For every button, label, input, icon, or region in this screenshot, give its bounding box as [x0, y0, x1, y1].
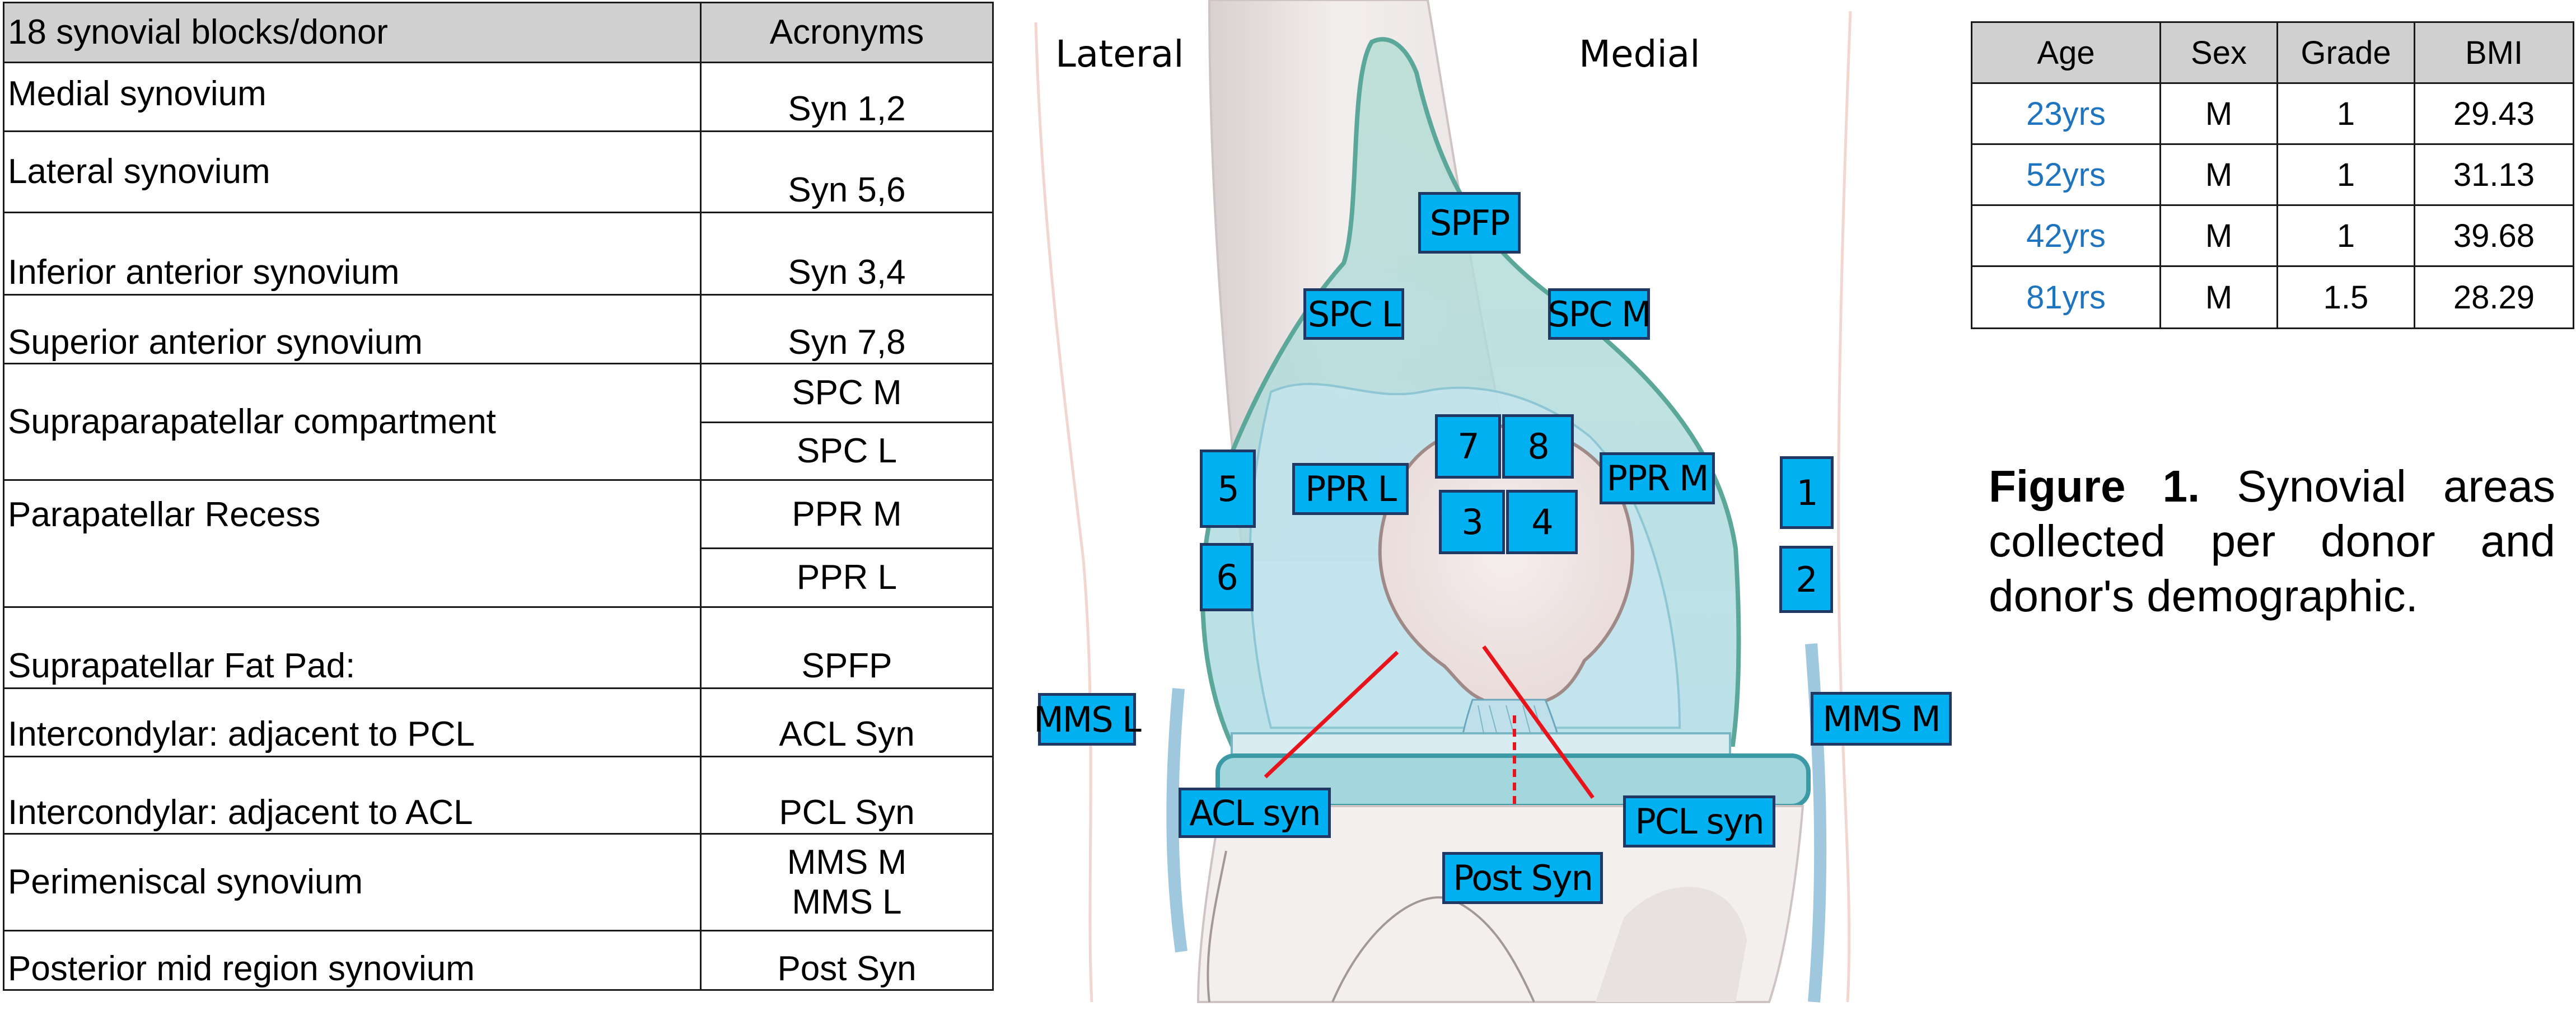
marker-acl-syn: ACL syn [1179, 788, 1331, 838]
table-row-region: Lateral synovium [3, 130, 702, 213]
marker-syn-3: 3 [1439, 490, 1505, 554]
table-row-region: Medial synovium [3, 62, 702, 132]
marker-syn-6: 6 [1200, 543, 1254, 611]
marker-syn-2: 2 [1779, 546, 1833, 613]
skin-outline-left [1034, 22, 1093, 1003]
table-row-acronym: PPR L [700, 547, 994, 608]
pcl-pointer-line [1482, 645, 1595, 799]
table-row-acronym: Post Syn [700, 930, 994, 991]
figure-caption-text: Synovial areas collected per donor and d… [1989, 461, 2555, 621]
table-row-region: Intercondylar: adjacent to ACL [3, 756, 702, 835]
cell-sex: M [2159, 82, 2278, 145]
cell-age: 52yrs [1971, 143, 2161, 206]
cell-bmi: 31.13 [2414, 143, 2574, 206]
marker-spfp: SPFP [1418, 192, 1521, 254]
table-row-region: Superior anterior synovium [3, 294, 702, 364]
table-row-acronym: Syn 1,2 [700, 62, 994, 132]
cell-grade: 1 [2276, 82, 2415, 145]
marker-mms-m: MMS M [1811, 692, 1952, 746]
cell-bmi: 39.68 [2414, 204, 2574, 267]
cell-bmi: 29.43 [2414, 82, 2574, 145]
marker-spc-l: SPC L [1303, 288, 1404, 340]
header-region-label: 18 synovial blocks/donor [8, 13, 388, 52]
table-row-acronym: ACL Syn [700, 687, 994, 757]
cell-grade: 1 [2276, 204, 2415, 267]
table-row-region: Intercondylar: adjacent to PCL [3, 687, 702, 757]
figure-caption-label: Figure 1. [1989, 461, 2200, 511]
medial-side-label: Medial [1579, 32, 1700, 76]
medial-condyle-shade [1596, 887, 1747, 1002]
marker-pcl-syn: PCL syn [1623, 795, 1775, 848]
cell-age: 42yrs [1971, 204, 2161, 267]
marker-syn-4: 4 [1506, 490, 1578, 554]
knee-diagram: Lateral Medial SPFP SPC L SPC M 7 8 3 4 … [1030, 0, 1971, 1016]
header-sex: Sex [2159, 21, 2278, 84]
table-row-acronym: SPC M [700, 363, 994, 423]
skin-outline-right [1837, 11, 1852, 1003]
marker-post-syn: Post Syn [1442, 852, 1603, 904]
table-row-region: Parapatellar Recess [3, 479, 702, 608]
table-row-acronym: SPC L [700, 422, 994, 481]
figure-caption: Figure 1. Synovial areas collected per d… [1989, 459, 2555, 624]
table-row-region: Posterior mid region synovium [3, 930, 702, 991]
cell-grade: 1.5 [2276, 265, 2415, 329]
cell-bmi: 28.29 [2414, 265, 2574, 329]
cell-age: 23yrs [1971, 82, 2161, 145]
table-row-region: Perimeniscal synovium [3, 833, 702, 931]
lateral-collateral-ligament [1166, 688, 1188, 953]
marker-mms-l: MMS L [1034, 693, 1142, 746]
header-grade: Grade [2276, 21, 2415, 84]
table-row-acronym: Syn 3,4 [700, 212, 994, 296]
cell-sex: M [2159, 265, 2278, 329]
fibula-outline [1207, 850, 1227, 1003]
header-region: 18 synovial blocks/donor [3, 2, 702, 63]
table-row-acronym: SPFP [700, 606, 994, 689]
medial-collateral-ligament [1805, 643, 1827, 1003]
header-age: Age [1971, 21, 2161, 84]
table-row-acronym: Syn 5,6 [700, 130, 994, 213]
marker-syn-8: 8 [1502, 414, 1574, 479]
marker-spc-m: SPC M [1548, 288, 1652, 340]
cell-sex: M [2159, 204, 2278, 267]
lateral-side-label: Lateral [1055, 32, 1184, 76]
table-row-region: Suprapatellar Fat Pad: [3, 606, 702, 689]
header-bmi: BMI [2414, 21, 2574, 84]
marker-syn-7: 7 [1435, 414, 1501, 479]
header-acronyms: Acronyms [700, 2, 994, 63]
marker-syn-5: 5 [1200, 450, 1256, 528]
table-row-acronym: PCL Syn [700, 756, 994, 835]
cell-age: 81yrs [1971, 265, 2161, 329]
table-row-region: Inferior anterior synovium [3, 212, 702, 296]
marker-syn-1: 1 [1780, 456, 1834, 529]
header-acronyms-label: Acronyms [769, 13, 924, 52]
cell-sex: M [2159, 143, 2278, 206]
table-row-region: Supraparapatellar compartment [3, 363, 702, 481]
marker-ppr-l: PPR L [1292, 463, 1409, 515]
marker-ppr-m: PPR M [1600, 452, 1715, 504]
table-row-acronym: Syn 7,8 [700, 294, 994, 364]
table-row-acronym: PPR M [700, 479, 994, 549]
synovial-blocks-table: 18 synovial blocks/donor Acronyms Medial… [3, 2, 994, 991]
cell-grade: 1 [2276, 143, 2415, 206]
acl-pointer-line-main [1264, 650, 1399, 779]
table-row-acronym: MMS M MMS L [700, 833, 994, 931]
